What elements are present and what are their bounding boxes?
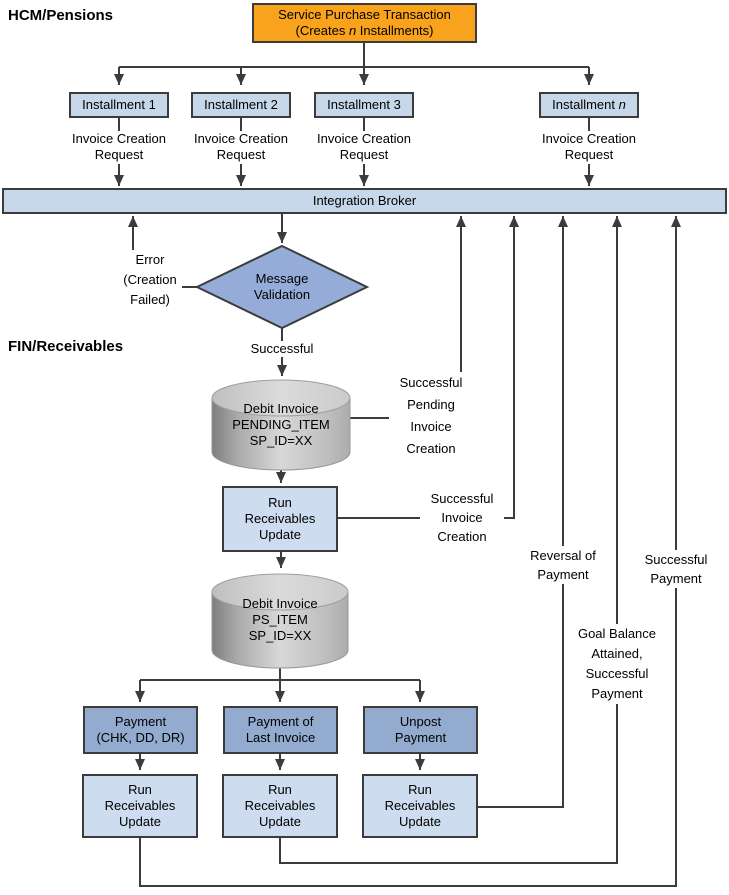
invoice-request-2-line1: Invoice Creation [194,131,288,146]
service-purchase-transaction-box: Service Purchase Transaction (Creates n … [252,3,477,43]
goal-line2: Attained, [591,646,643,661]
pending-item-cylinder [211,379,351,471]
succ-pending-line2: Pending [407,397,455,412]
invoice-request-2-line2: Request [216,147,266,162]
run-receivables-update-box-right: Run Receivables Update [362,774,478,838]
run-main-line1: Run [268,495,292,510]
run-main-line2: Receivables [244,511,316,526]
successful-payment-label: Successful Payment [636,550,716,588]
succ-payment-line1: Successful [644,552,708,567]
invoice-request-3-line1: Invoice Creation [317,131,411,146]
installment-1-box: Installment 1 [69,92,169,118]
message-validation-line1: Message [255,271,309,286]
installment-2-box: Installment 2 [191,92,291,118]
cyl2-line3: SP_ID=XX [248,628,312,643]
pending-item-cylinder-label: Debit Invoice PENDING_ITEM SP_ID=XX [212,401,350,449]
run-receivables-update-box-left: Run Receivables Update [82,774,198,838]
invoice-request-label-n: Invoice Creation Request [534,131,644,163]
run-middle-line1: Run [268,782,292,797]
cyl2-line1: Debit Invoice [242,596,318,611]
run-main-line3: Update [259,527,301,542]
invoice-request-n-line2: Request [564,147,614,162]
run-left-line1: Run [128,782,152,797]
reversal-line1: Reversal of [530,548,596,563]
unpost-line2: Payment [394,730,447,745]
error-line1: Error [135,252,165,267]
run-receivables-update-box-middle: Run Receivables Update [222,774,338,838]
succ-invoice-line3: Creation [437,529,487,544]
integration-broker-label: Integration Broker [312,193,417,208]
error-creation-failed-label: Error (Creation Failed) [118,250,182,310]
installment-n-box: Installment n [539,92,639,118]
region-label-fin-receivables: FIN/Receivables [8,338,124,355]
cyl2-line2: PS_ITEM [252,612,308,627]
invoice-request-label-3: Invoice Creation Request [309,131,419,163]
run-right-line3: Update [399,814,441,829]
payment-chk-line2: (CHK, DD, DR) [96,730,185,745]
payment-last-invoice-box: Payment of Last Invoice [223,706,338,754]
unpost-line1: Unpost [399,714,442,729]
invoice-request-label-1: Invoice Creation Request [64,131,174,163]
goal-line3: Successful [585,666,649,681]
run-right-line1: Run [408,782,432,797]
unpost-payment-box: Unpost Payment [363,706,478,754]
reversal-of-payment-label: Reversal of Payment [523,546,603,584]
service-purchase-line1: Service Purchase Transaction [278,7,451,22]
message-validation-line2: Validation [253,287,311,302]
integration-broker-bar: Integration Broker [2,188,727,214]
run-right-line2: Receivables [384,798,456,813]
succ-payment-line2: Payment [650,571,702,586]
message-validation-label: Message Validation [232,271,332,303]
successful-invoice-creation-label: Successful Invoice Creation [420,489,504,546]
reversal-line2: Payment [537,567,589,582]
cyl1-line3: SP_ID=XX [249,433,313,448]
successful-pending-invoice-creation-label: Successful Pending Invoice Creation [389,372,473,460]
payment-last-line1: Payment of [247,714,314,729]
invoice-request-3-line2: Request [339,147,389,162]
installment-n-label: Installment n [552,97,626,112]
goal-balance-attained-label: Goal Balance Attained, Successful Paymen… [571,624,663,704]
run-left-line3: Update [119,814,161,829]
cyl1-line2: PENDING_ITEM [232,417,330,432]
invoice-request-1-line2: Request [94,147,144,162]
cyl1-line1: Debit Invoice [243,401,319,416]
invoice-request-label-2: Invoice Creation Request [186,131,296,163]
error-line2: (Creation [123,272,177,287]
installment-3-box: Installment 3 [314,92,414,118]
succ-invoice-line1: Successful [430,491,494,506]
region-label-hcm-pensions: HCM/Pensions [8,7,114,24]
service-purchase-line2: (Creates n Installments) [295,23,434,38]
succ-pending-line4: Creation [406,441,456,456]
error-line3: Failed) [130,292,170,307]
ps-item-cylinder-label: Debit Invoice PS_ITEM SP_ID=XX [212,596,348,644]
installment-2-label: Installment 2 [204,97,278,112]
run-receivables-update-box-main: Run Receivables Update [222,486,338,552]
goal-line4: Payment [591,686,643,701]
message-validation-diamond [194,244,370,330]
succ-pending-line1: Successful [399,375,463,390]
succ-invoice-line2: Invoice [441,510,483,525]
succ-pending-line3: Invoice [410,419,452,434]
run-left-line2: Receivables [104,798,176,813]
successful-label: Successful [248,341,316,357]
payment-last-line2: Last Invoice [245,730,316,745]
run-middle-line3: Update [259,814,301,829]
invoice-request-n-line1: Invoice Creation [542,131,636,146]
payment-chk-dd-dr-box: Payment (CHK, DD, DR) [83,706,198,754]
ps-item-cylinder [211,573,349,669]
installment-3-label: Installment 3 [327,97,401,112]
run-middle-line2: Receivables [244,798,316,813]
installment-1-label: Installment 1 [82,97,156,112]
invoice-request-1-line1: Invoice Creation [72,131,166,146]
payment-chk-line1: Payment [114,714,167,729]
goal-line1: Goal Balance [577,626,657,641]
